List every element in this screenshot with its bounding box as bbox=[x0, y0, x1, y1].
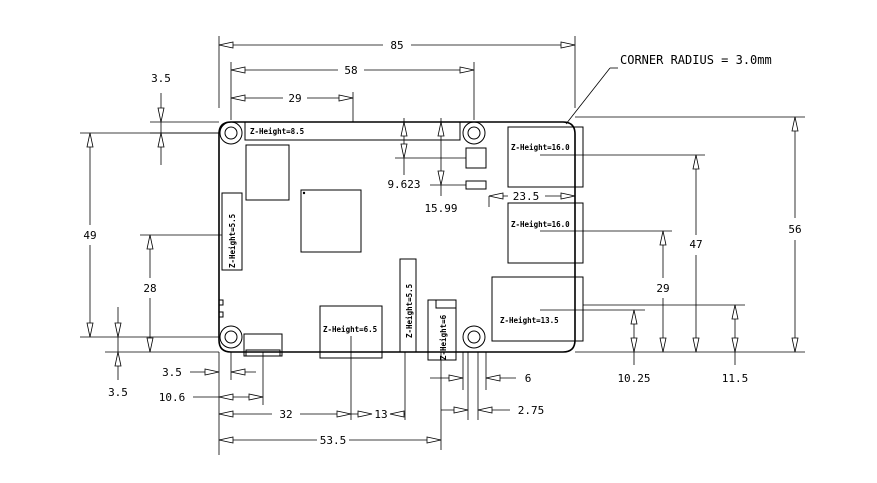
mounting-hole-bottom-right bbox=[462, 325, 486, 349]
audio-label: Z-Height=6 bbox=[439, 314, 448, 360]
display-label: Z-Height=5.5 bbox=[228, 214, 237, 268]
dim-ic-9623: 9.623 bbox=[387, 178, 420, 191]
usb-port-bottom bbox=[507, 202, 584, 264]
tiny-ic bbox=[465, 180, 487, 190]
dim-audio-275: 2.75 bbox=[518, 404, 545, 417]
ethernet-port bbox=[491, 276, 584, 342]
camera-connector bbox=[399, 258, 417, 353]
dim-overall-width: 85 bbox=[390, 39, 403, 52]
dim-usb-47: 47 bbox=[689, 238, 702, 251]
dim-usb-235: 23.5 bbox=[513, 190, 540, 203]
display-connector bbox=[221, 192, 243, 271]
dim-hdmi-13: 13 bbox=[374, 408, 387, 421]
ethernet-label: Z-Height=13.5 bbox=[500, 316, 559, 325]
dim-audio-6: 6 bbox=[525, 372, 532, 385]
ram-chip bbox=[245, 144, 290, 201]
dim-ic-1599: 15.99 bbox=[424, 202, 457, 215]
corner-radius-note: CORNER RADIUS = 3.0mm bbox=[620, 53, 772, 67]
dim-left-28: 28 bbox=[143, 282, 156, 295]
dim-hole-spacing: 58 bbox=[344, 64, 357, 77]
soc-pin1-dot bbox=[302, 191, 306, 195]
dim-audio-535: 53.5 bbox=[320, 434, 347, 447]
usb-top-label: Z-Height=16.0 bbox=[511, 143, 570, 152]
dim-power-35: 3.5 bbox=[162, 366, 182, 379]
gpio-header bbox=[244, 121, 461, 141]
camera-label: Z-Height=5.5 bbox=[405, 284, 414, 338]
dim-overall-height: 56 bbox=[788, 223, 801, 236]
gpio-label: Z-Height=8.5 bbox=[250, 127, 304, 136]
dim-usb-29: 29 bbox=[656, 282, 669, 295]
dim-left-49: 49 bbox=[83, 229, 96, 242]
mounting-hole-bottom-left bbox=[219, 325, 243, 349]
dim-power-106: 10.6 bbox=[159, 391, 186, 404]
dim-top-offset: 3.5 bbox=[151, 72, 171, 85]
dim-hdmi-32: 32 bbox=[279, 408, 292, 421]
dim-eth-115: 11.5 bbox=[722, 372, 749, 385]
usb-port-top bbox=[507, 126, 584, 188]
soc-chip bbox=[300, 189, 362, 253]
small-ic bbox=[465, 147, 487, 169]
usb-bottom-label: Z-Height=16.0 bbox=[511, 220, 570, 229]
dim-hole-left: 29 bbox=[288, 92, 301, 105]
mounting-hole-top-right bbox=[462, 121, 486, 145]
dim-eth-1025: 10.25 bbox=[617, 372, 650, 385]
dim-bottom-offset: 3.5 bbox=[108, 386, 128, 399]
mounting-hole-top-left bbox=[219, 121, 243, 145]
hdmi-label: Z-Height=6.5 bbox=[323, 325, 377, 334]
